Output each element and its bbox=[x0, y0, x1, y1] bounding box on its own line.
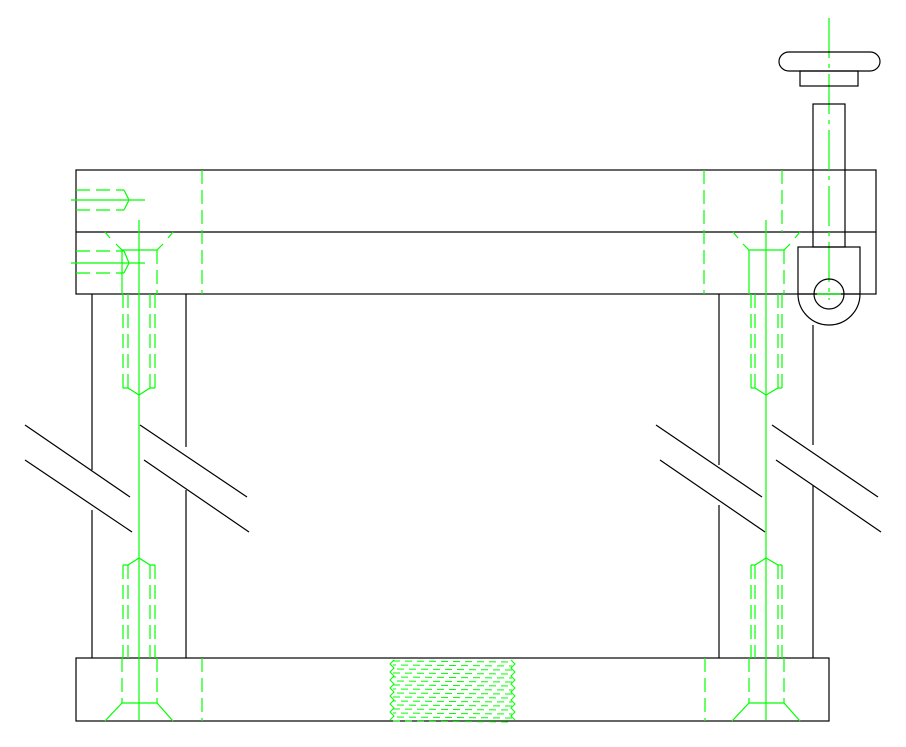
left-pins-hidden bbox=[71, 189, 145, 274]
thread-line bbox=[392, 700, 513, 703]
thread-edge bbox=[510, 659, 516, 721]
thread-line bbox=[392, 720, 513, 723]
thread-line bbox=[392, 692, 513, 695]
thread-line bbox=[392, 668, 513, 671]
thread-line bbox=[392, 680, 513, 683]
thread-line bbox=[392, 704, 513, 707]
threaded-hole-hatch bbox=[389, 659, 516, 723]
left-bolts-hidden bbox=[104, 220, 174, 722]
thread-line bbox=[392, 712, 513, 715]
bottom-plate bbox=[75, 657, 830, 722]
clamp-handle[interactable] bbox=[778, 18, 881, 326]
right-bolts-hidden bbox=[731, 220, 801, 722]
thread-line bbox=[392, 708, 513, 711]
thread-line bbox=[392, 676, 513, 679]
thread-line bbox=[392, 716, 513, 719]
top-plate bbox=[75, 169, 877, 295]
thread-line bbox=[392, 696, 513, 699]
thread-line bbox=[392, 684, 513, 687]
thread-line bbox=[392, 660, 513, 663]
right-column bbox=[655, 294, 882, 658]
thread-line bbox=[392, 664, 513, 667]
thread-edge bbox=[389, 659, 395, 721]
left-column bbox=[24, 294, 250, 658]
thread-line bbox=[392, 672, 513, 675]
thread-line bbox=[392, 688, 513, 691]
